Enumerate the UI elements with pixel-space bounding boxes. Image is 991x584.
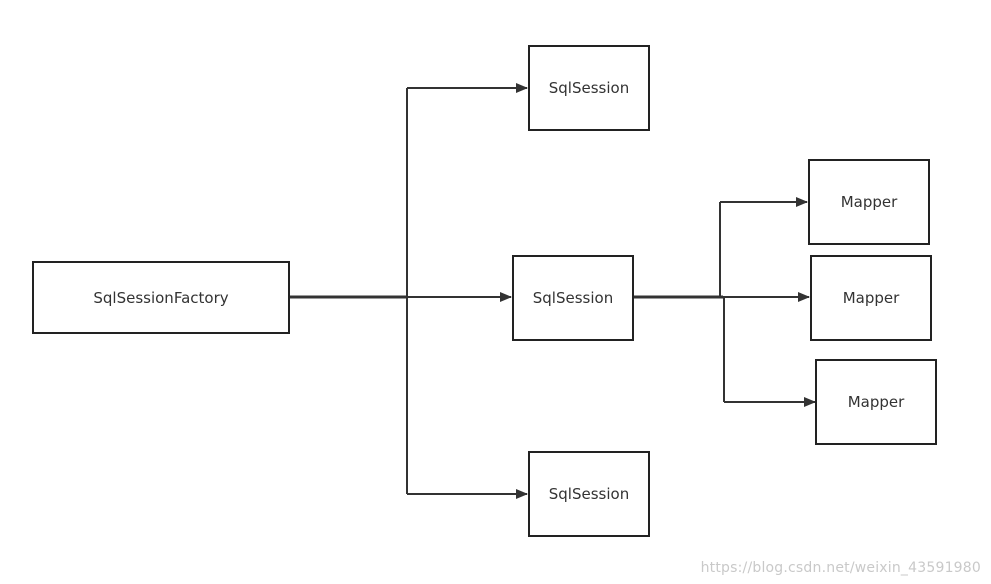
sqlsessionfactory-label: SqlSessionFactory: [93, 289, 228, 307]
sqlsession-bottom-box: [528, 451, 650, 537]
sqlsession-top-label: SqlSession: [549, 79, 629, 97]
mapper-1-label: Mapper: [841, 193, 898, 211]
mapper-2-box: [810, 255, 932, 341]
sqlsessionfactory-box: [32, 261, 290, 334]
node-mapper-3: Mapper: [815, 359, 937, 445]
node-mapper-1: Mapper: [808, 159, 930, 245]
node-sqlsessionfactory: SqlSessionFactory: [32, 261, 290, 334]
sqlsession-bottom-label: SqlSession: [549, 485, 629, 503]
node-sqlsession-bottom: SqlSession: [528, 451, 650, 537]
node-sqlsession-top: SqlSession: [528, 45, 650, 131]
watermark-text: https://blog.csdn.net/weixin_43591980: [700, 560, 981, 576]
sqlsession-middle-box: [512, 255, 634, 341]
mapper-1-box: [808, 159, 930, 245]
mapper-3-box: [815, 359, 937, 445]
session-to-mapper-edges: [634, 197, 816, 407]
sqlsession-top-box: [528, 45, 650, 131]
sqlsession-middle-label: SqlSession: [533, 289, 613, 307]
mapper-2-label: Mapper: [843, 289, 900, 307]
factory-to-session-edges: [290, 83, 528, 499]
node-sqlsession-middle: SqlSession: [512, 255, 634, 341]
mapper-3-label: Mapper: [848, 393, 905, 411]
node-mapper-2: Mapper: [810, 255, 932, 341]
